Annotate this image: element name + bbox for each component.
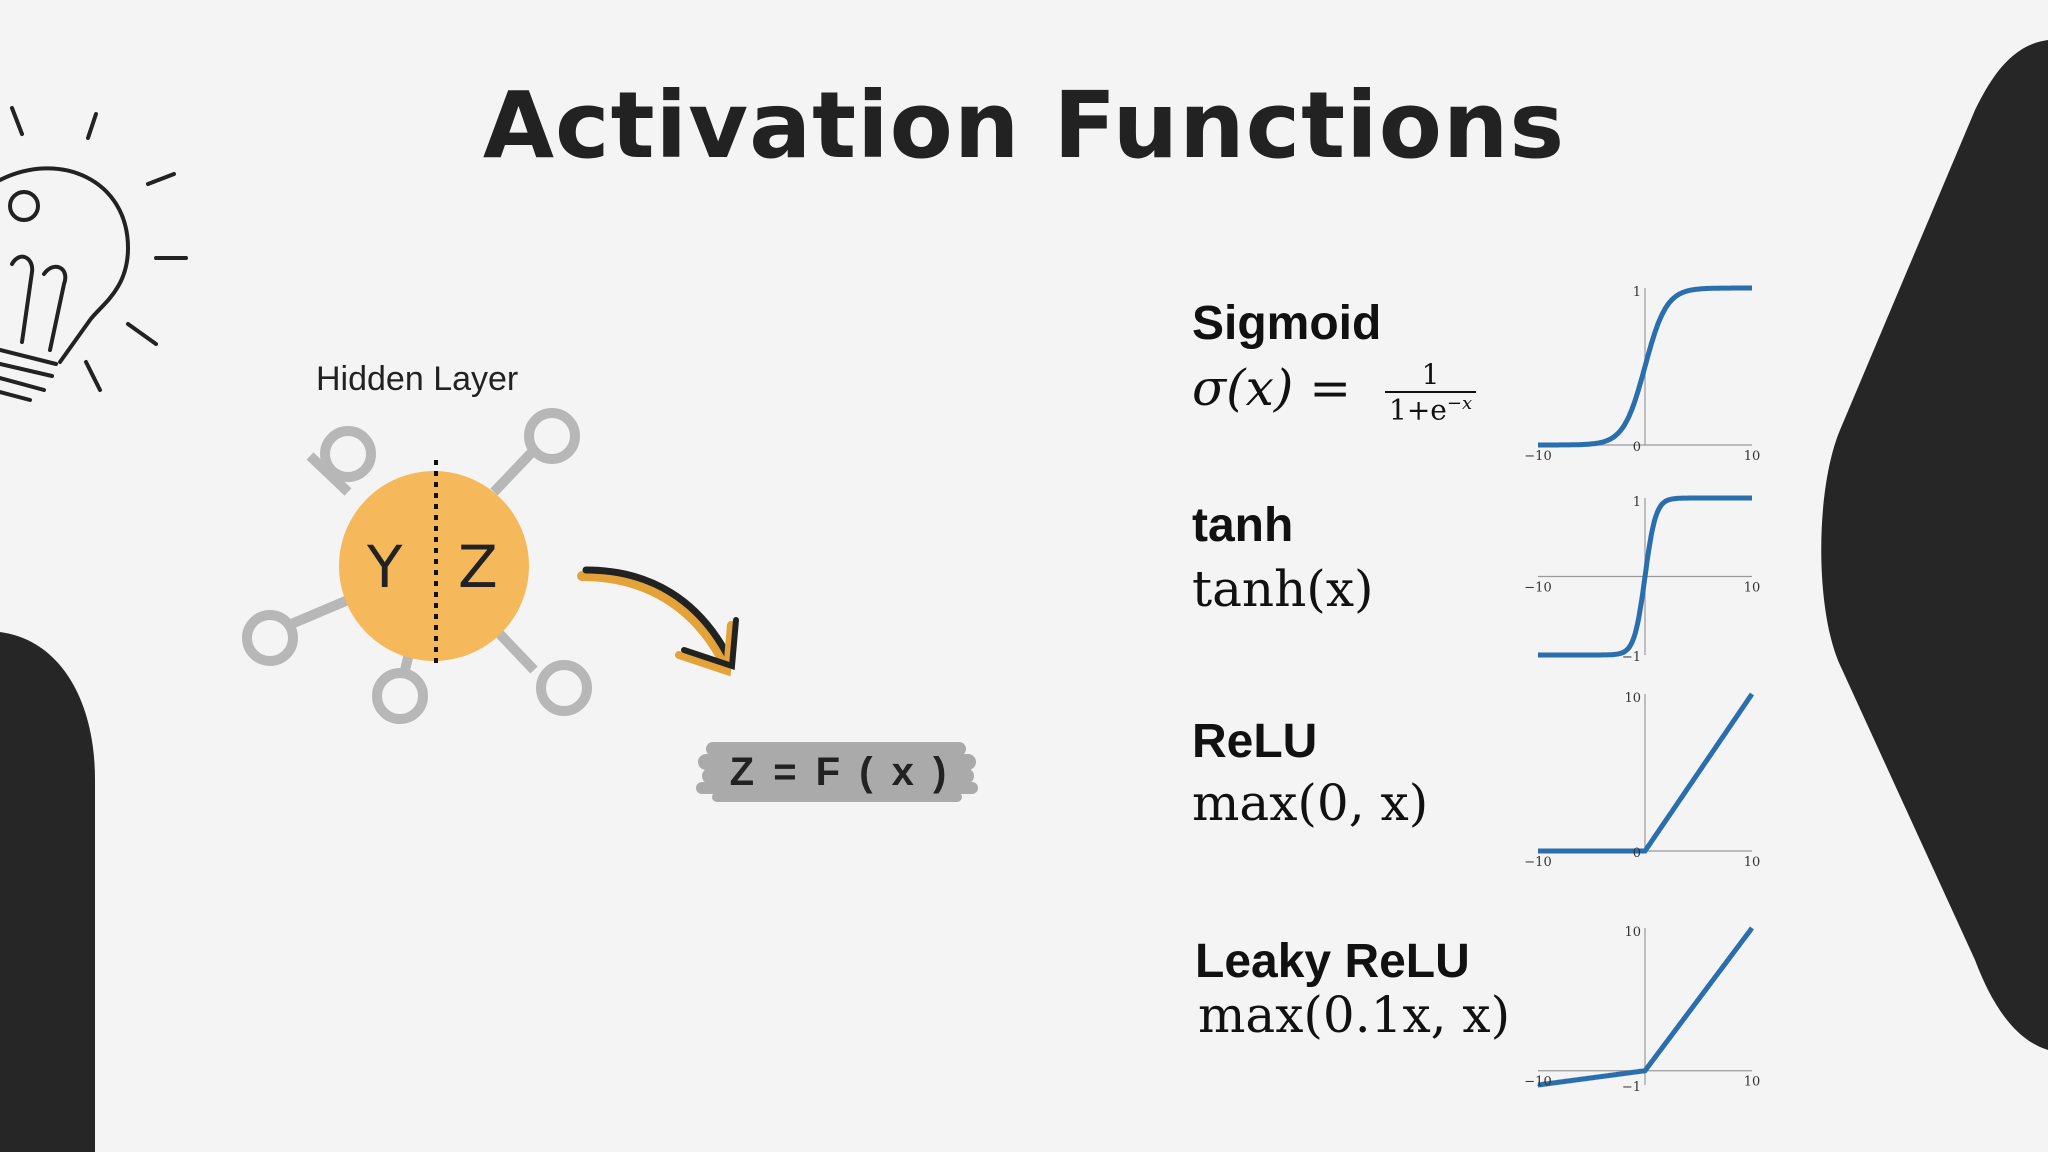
connector-top-right: [490, 446, 538, 496]
formula-sigmoid-exponent: −x: [1446, 393, 1473, 414]
curved-arrow-icon: [577, 566, 739, 677]
formula-sigmoid-prefix: σ(x) =: [1192, 359, 1368, 418]
curve-line: [1538, 495, 1752, 658]
page-title: Activation Functions: [482, 72, 1566, 179]
input-node: [372, 668, 428, 724]
curve-line: [1538, 285, 1752, 448]
y-tick-label: 1: [1633, 495, 1641, 510]
x-tick-label: 10: [1744, 855, 1761, 870]
leaky-relu-plot: −10 10 10 −1: [1524, 925, 1761, 1095]
x-tick-label: −10: [1524, 855, 1551, 870]
formula-relu: max(0, x): [1192, 774, 1429, 832]
x-tick-label: −10: [1524, 581, 1551, 596]
x-tick-label: 10: [1744, 1075, 1761, 1090]
y-tick-label: 10: [1624, 925, 1641, 940]
lightbulb-icon: [0, 106, 188, 402]
function-name-leaky-relu: Leaky ReLU: [1195, 935, 1470, 988]
y-tick-label: 10: [1624, 691, 1641, 706]
tanh-plot: −10 10 1 −1: [1524, 495, 1761, 665]
formula-leaky-relu: max(0.1x, x): [1198, 986, 1511, 1044]
neuron-letter-z: Z: [458, 533, 498, 601]
y-tick-label: 1: [1633, 285, 1641, 300]
function-name-sigmoid: Sigmoid: [1192, 297, 1382, 350]
activation-equation: Z = F ( x ): [729, 749, 951, 794]
relu-plot: −10 10 10 0: [1524, 691, 1761, 870]
formula-tanh: tanh(x): [1192, 560, 1374, 618]
neuron-circle: [339, 471, 529, 661]
connector-bottom-right: [490, 624, 538, 674]
hidden-layer-label: Hidden Layer: [316, 360, 519, 398]
function-name-relu: ReLU: [1192, 715, 1318, 768]
output-node: [524, 408, 580, 464]
y-tick-label: −1: [1622, 650, 1641, 665]
formula-sigmoid-den-base: 1+e: [1389, 393, 1447, 427]
y-tick-label: 0: [1633, 846, 1641, 861]
right-dark-blob: [1821, 40, 2048, 1050]
neuron-letter-y: Y: [367, 533, 403, 601]
input-node: [320, 426, 376, 482]
neuron-diagram: [242, 408, 592, 724]
x-tick-label: −10: [1524, 1075, 1551, 1090]
formula-sigmoid-denominator: 1+e−x: [1385, 391, 1477, 427]
output-node: [536, 660, 592, 716]
x-tick-label: 10: [1744, 449, 1761, 464]
x-tick-label: 10: [1744, 581, 1761, 596]
formula-sigmoid-numerator: 1: [1421, 358, 1440, 391]
curve-line: [1538, 692, 1755, 854]
equation-highlight: [696, 742, 978, 802]
left-dark-blob: [0, 632, 95, 1152]
function-name-tanh: tanh: [1192, 499, 1294, 552]
y-tick-label: −1: [1622, 1080, 1641, 1095]
curve-line: [1537, 926, 1754, 1088]
y-tick-label: 0: [1633, 440, 1641, 455]
input-node: [242, 610, 298, 666]
x-tick-label: −10: [1524, 449, 1551, 464]
